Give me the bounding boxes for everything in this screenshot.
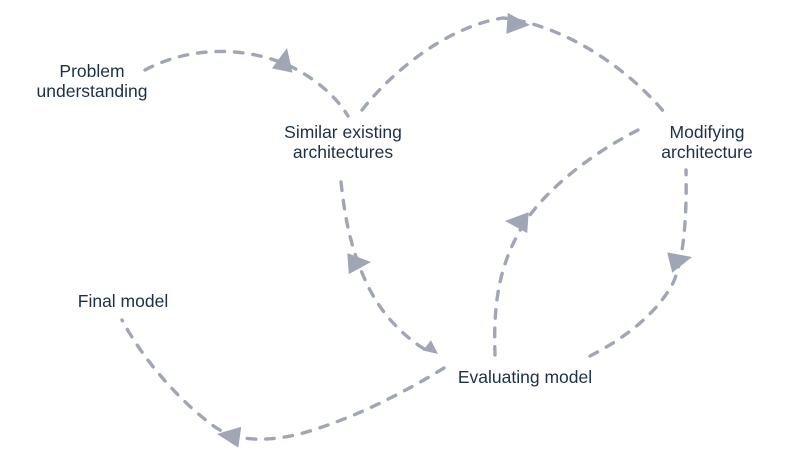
node-problem-understanding: Problem understanding — [37, 61, 148, 101]
arrowhead-problem-to-similar — [271, 48, 293, 73]
node-similar-existing-architectures-line1: Similar existing — [284, 122, 402, 142]
node-similar-existing-architectures-line2: architectures — [292, 142, 394, 162]
edge-modifying-to-evaluating-line — [492, 128, 640, 357]
node-modifying-architecture-line1: Modifying — [669, 122, 745, 142]
arrowhead-evaluating-to-modifying — [667, 252, 692, 273]
edge-evaluating-to-final-line — [120, 318, 446, 441]
arrowhead-similar-to-modifying — [506, 12, 530, 34]
node-modifying-architecture: Modifying architecture — [661, 122, 752, 162]
edge-problem-to-similar-line — [143, 49, 350, 118]
arrowhead-similar-to-evaluating-end — [422, 340, 438, 354]
node-modifying-architecture-line2: architecture — [661, 142, 753, 162]
node-evaluating-model-line1: Evaluating model — [457, 367, 593, 387]
arrowhead-modifying-to-evaluating — [505, 212, 529, 234]
node-problem-understanding-line2: understanding — [36, 81, 148, 101]
node-problem-understanding-line1: Problem — [59, 61, 125, 81]
edge-evaluating-to-modifying-line — [588, 168, 688, 358]
node-evaluating-model: Evaluating model — [458, 367, 592, 387]
node-final-model: Final model — [78, 291, 168, 311]
node-final-model-line1: Final model — [77, 291, 169, 311]
edge-similar-to-evaluating-line — [339, 180, 433, 355]
edge-similar-to-modifying-line — [360, 16, 666, 114]
arrowhead-evaluating-to-final — [217, 426, 242, 448]
arrowhead-similar-to-evaluating-mid — [347, 253, 371, 275]
node-similar-existing-architectures: Similar existing architectures — [284, 122, 402, 162]
